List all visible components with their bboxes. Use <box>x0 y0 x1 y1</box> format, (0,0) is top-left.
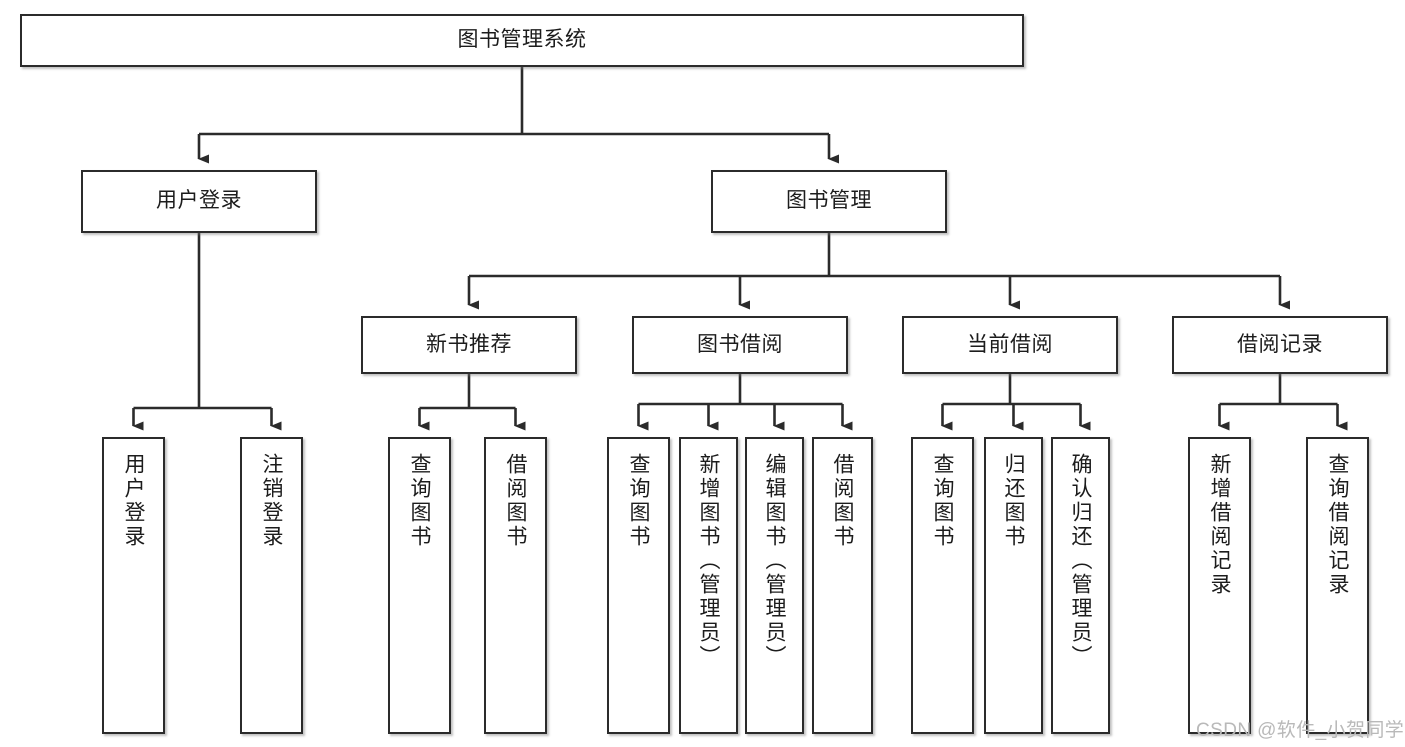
node-label: 归还图书 <box>1002 453 1025 549</box>
node-leaf-logout-login[interactable]: 注销登录 <box>240 437 303 734</box>
node-label: 新增图书（管理员） <box>697 453 720 669</box>
node-leaf-add-book[interactable]: 新增图书（管理员） <box>679 437 738 734</box>
node-new-book-recommend[interactable]: 新书推荐 <box>361 316 577 374</box>
node-label: 查询借阅记录 <box>1326 453 1349 597</box>
node-label: 借阅记录 <box>1237 332 1323 356</box>
node-root[interactable]: 图书管理系统 <box>20 14 1024 67</box>
node-label: 图书管理 <box>786 189 872 213</box>
node-label: 用户登录 <box>156 189 242 213</box>
node-label: 编辑图书（管理员） <box>763 453 786 669</box>
node-leaf-user-login[interactable]: 用户登录 <box>102 437 165 734</box>
node-current-borrow[interactable]: 当前借阅 <box>902 316 1118 374</box>
node-book-manage[interactable]: 图书管理 <box>711 170 947 233</box>
node-label: 借阅图书 <box>504 453 527 549</box>
node-leaf-query-book-2[interactable]: 查询图书 <box>607 437 670 734</box>
node-label: 当前借阅 <box>967 332 1053 356</box>
node-label: 新增借阅记录 <box>1208 453 1231 597</box>
node-label: 图书管理系统 <box>457 28 587 52</box>
node-label: 查询图书 <box>627 453 650 549</box>
node-label: 查询图书 <box>408 453 431 549</box>
node-leaf-edit-book[interactable]: 编辑图书（管理员） <box>745 437 804 734</box>
node-label: 用户登录 <box>122 453 145 549</box>
node-leaf-borrow-book-2[interactable]: 借阅图书 <box>812 437 873 734</box>
node-leaf-add-record[interactable]: 新增借阅记录 <box>1188 437 1251 734</box>
node-label: 注销登录 <box>260 453 283 549</box>
node-leaf-query-book-1[interactable]: 查询图书 <box>388 437 451 734</box>
node-label: 图书借阅 <box>697 332 783 356</box>
node-leaf-return-book[interactable]: 归还图书 <box>984 437 1043 734</box>
node-label: 确认归还（管理员） <box>1069 453 1092 669</box>
node-user-login[interactable]: 用户登录 <box>81 170 317 233</box>
node-borrow-record[interactable]: 借阅记录 <box>1172 316 1388 374</box>
node-book-borrow[interactable]: 图书借阅 <box>632 316 848 374</box>
node-label: 借阅图书 <box>831 453 854 549</box>
node-leaf-confirm-return[interactable]: 确认归还（管理员） <box>1051 437 1110 734</box>
node-leaf-query-record[interactable]: 查询借阅记录 <box>1306 437 1369 734</box>
node-label: 新书推荐 <box>426 332 512 356</box>
csdn-watermark: CSDN @软件_小贺同学 <box>1196 720 1405 741</box>
node-label: 查询图书 <box>931 453 954 549</box>
node-leaf-query-book-3[interactable]: 查询图书 <box>911 437 974 734</box>
node-leaf-borrow-book-1[interactable]: 借阅图书 <box>484 437 547 734</box>
